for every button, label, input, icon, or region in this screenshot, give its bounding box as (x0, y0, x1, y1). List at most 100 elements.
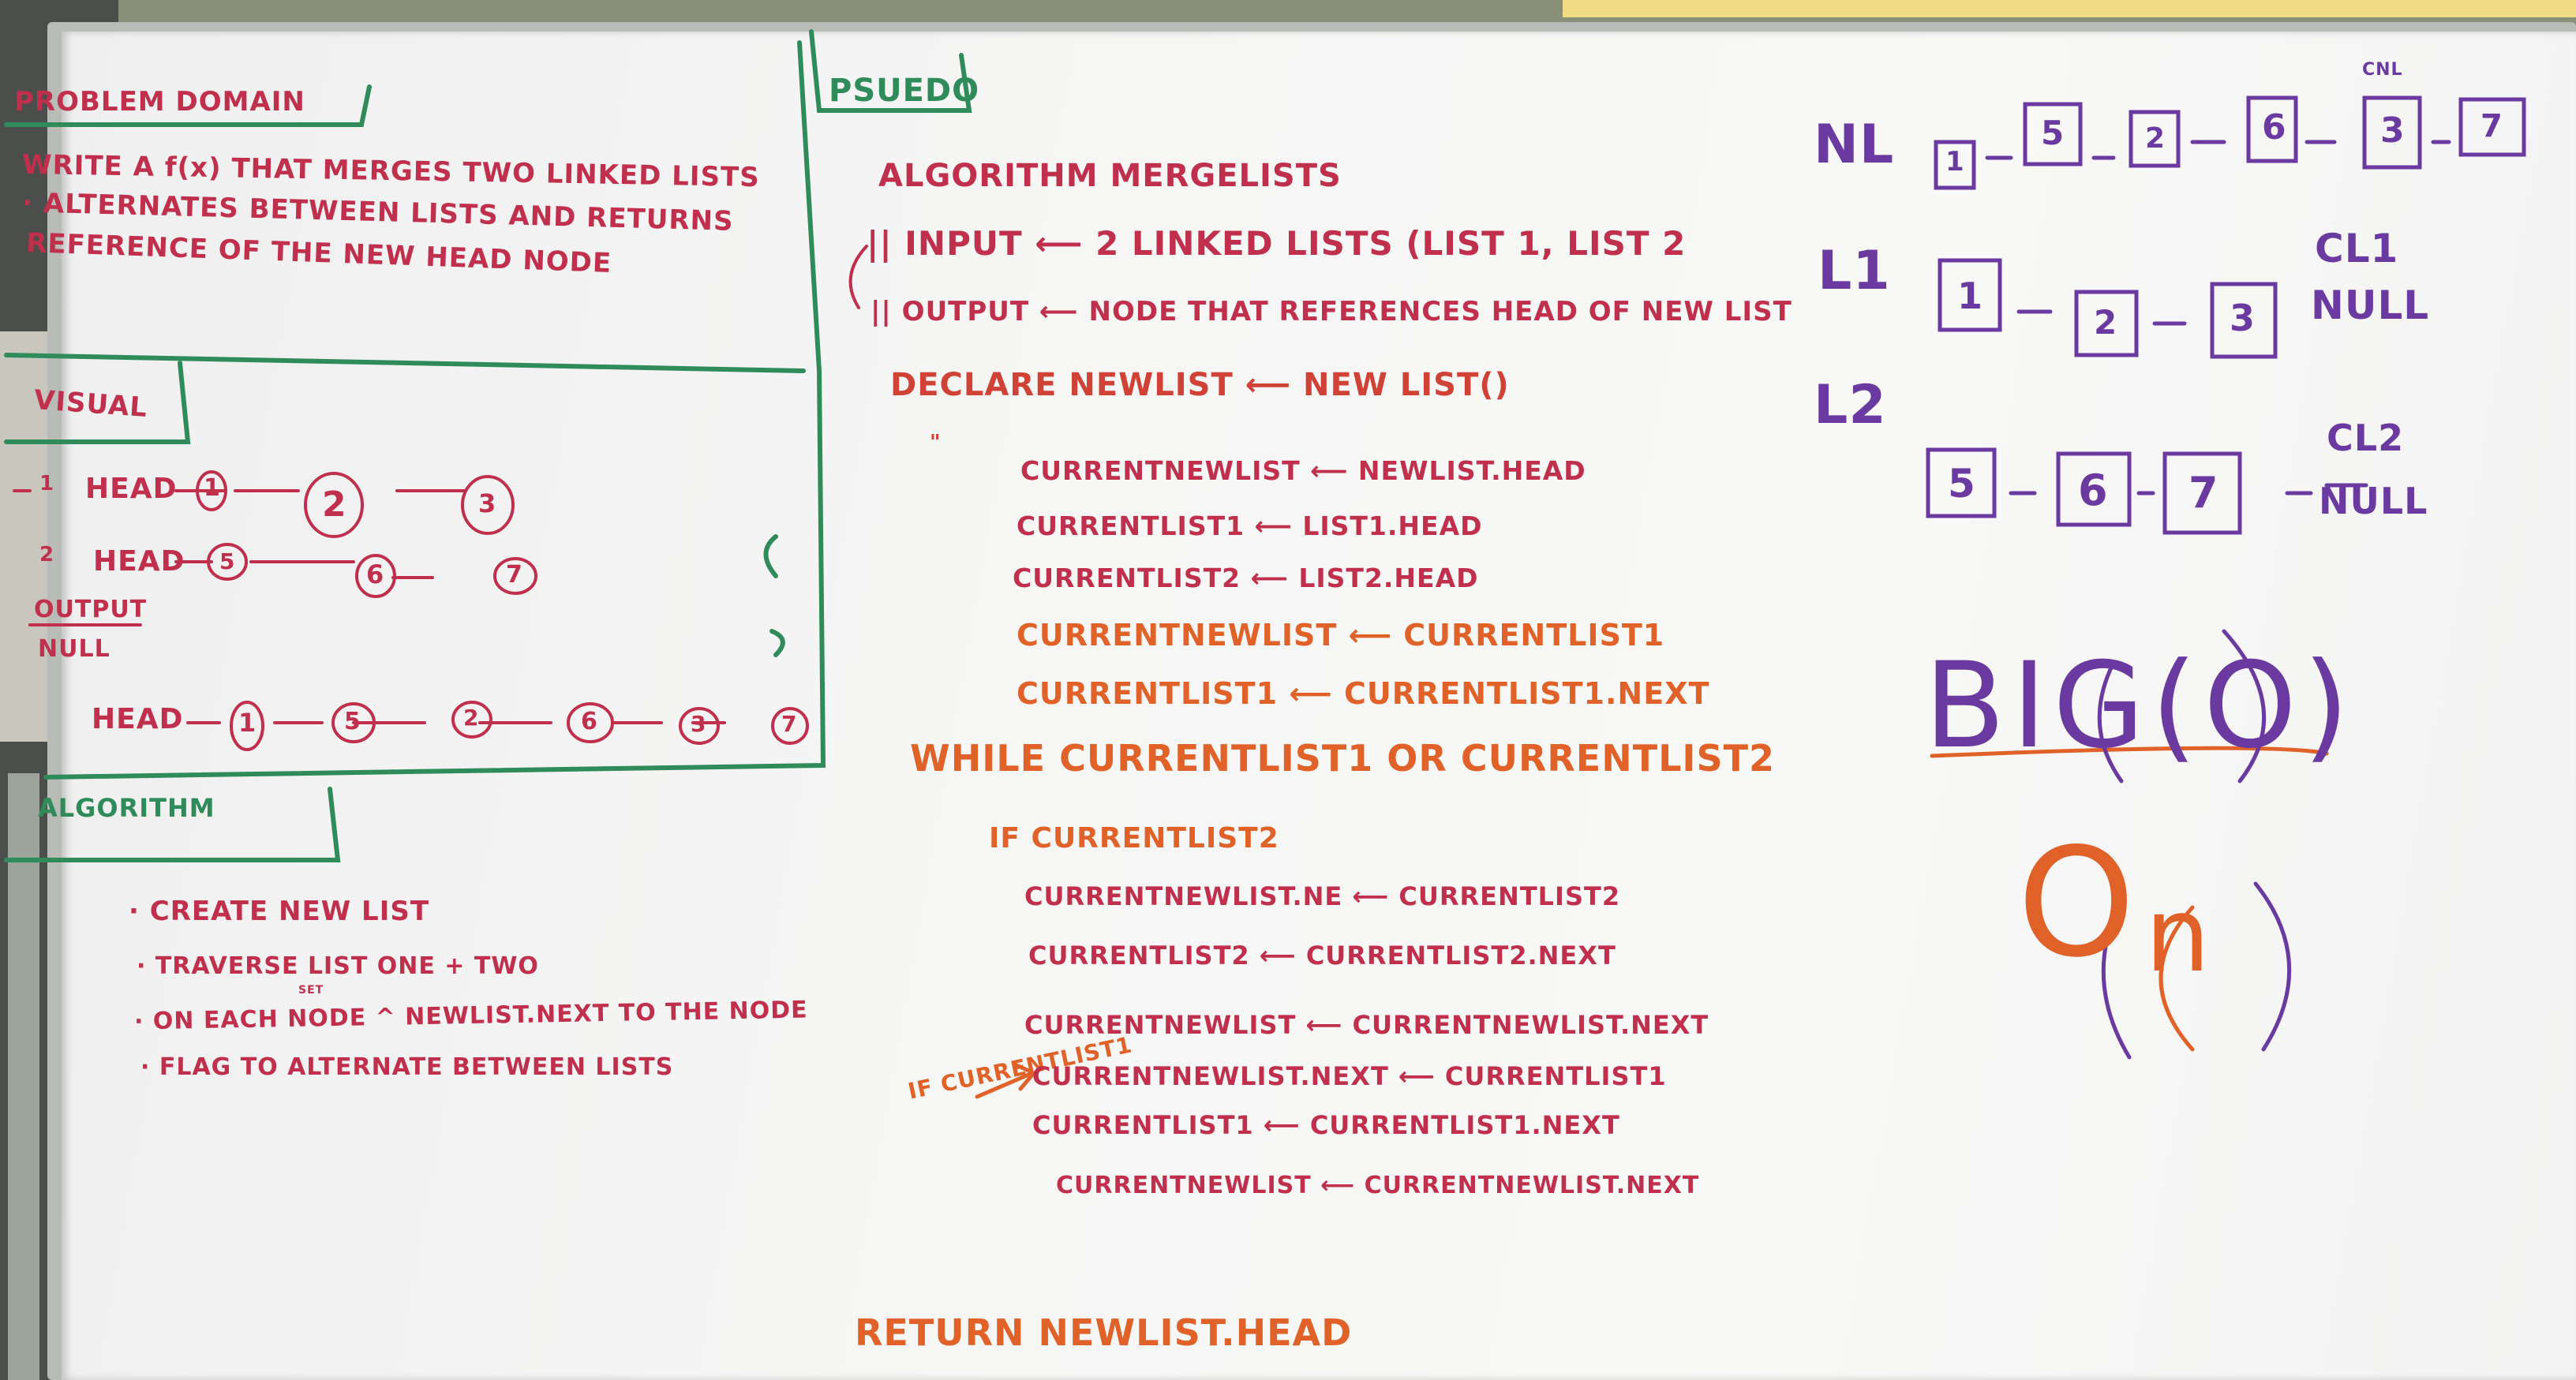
visual-heading: VISUAL (32, 384, 149, 424)
pseudo-declaration-1: CURRENTNEWLIST ⟵ NEWLIST.HEAD (1020, 455, 1586, 486)
green-section-borders (4, 29, 972, 862)
o-n-inner-left-paren (2101, 897, 2132, 1060)
output-node-1: 1 (238, 708, 257, 738)
output-null: NULL (38, 635, 110, 663)
nl-links (1985, 140, 2451, 160)
algorithm-step-1: · CREATE NEW LIST (129, 896, 430, 927)
nl-node-box-1 (1934, 140, 1976, 190)
o-n-right-paren (2253, 881, 2292, 1052)
l1-null-label: NULL (2311, 282, 2430, 328)
pseudo-algorithm-name: ALGORITHM MERGELISTS (878, 158, 1342, 194)
output-node-circle-6 (771, 707, 809, 745)
list2-node-circle-2 (355, 554, 396, 598)
output-node-4: 6 (581, 708, 598, 735)
l2-node-3: 7 (2188, 468, 2219, 518)
margin-mark-1 (763, 534, 778, 578)
nl-node-6: 7 (2481, 108, 2503, 144)
algorithm-heading: ALGORITHM (38, 793, 215, 823)
output-node-circle-3 (451, 701, 492, 739)
output-heading: OUTPUT (34, 596, 148, 623)
pseudo-orange-marks (975, 746, 2329, 1099)
algorithm-step-4: · FLAG TO ALTERNATE BETWEEN LISTS (140, 1053, 674, 1081)
l1-node-box-2 (2074, 290, 2139, 357)
output-head-label: HEAD (92, 703, 184, 735)
nl-node-3: 2 (2145, 122, 2166, 155)
pseudo-if1-body-3: CURRENTNEWLIST ⟵ CURRENTNEWLIST.NEXT (1056, 1172, 1700, 1199)
list1-marker: 1 (39, 472, 55, 496)
pseudo-declaration-3: CURRENTLIST2 ⟵ LIST2.HEAD (1013, 563, 1479, 593)
pseudo-init-1: CURRENTNEWLIST ⟵ CURRENTLIST1 (1017, 618, 1665, 653)
algorithm-box (4, 787, 341, 862)
pseudo-if1-body-1: CURRENTNEWLIST.NEXT ⟵ CURRENTLIST1 (1032, 1061, 1667, 1091)
list2-head-label: HEAD (93, 545, 185, 578)
big-o-underline (1930, 746, 2329, 758)
big-o-notation-o: O (2017, 816, 2136, 990)
algorithm-caret-note: SET (298, 984, 324, 997)
big-o-right-paren (2222, 629, 2267, 783)
l2-links (2009, 483, 2368, 496)
nl-node-box-5 (2362, 95, 2422, 170)
pseudo-if1-body-2: CURRENTLIST1 ⟵ CURRENTLIST1.NEXT (1032, 1110, 1620, 1140)
list2-marker: 2 (39, 543, 55, 567)
list2-node-circle-3 (493, 557, 537, 595)
pseudo-if2-body-1: CURRENTNEWLIST.NE ⟵ CURRENTLIST2 (1024, 881, 1621, 911)
pseudo-if2-body-2: CURRENTLIST2 ⟵ CURRENTLIST2.NEXT (1028, 941, 1616, 970)
list1-node-circle-1 (196, 470, 227, 511)
list1-head-label: HEAD (85, 473, 178, 505)
big-o-notation-n: n (2145, 875, 2211, 995)
pseudo-output-line: || OUTPUT ⟵ NODE THAT REFERENCES HEAD OF… (871, 296, 1792, 327)
l1-node-3: 3 (2230, 297, 2256, 339)
whiteboard: PROBLEM DOMAIN WRITE A f(x) THAT MERGES … (4, 29, 2576, 1380)
list1-node-1: 1 (204, 474, 221, 502)
output-node-3: 2 (463, 705, 480, 731)
nl-pointer-label: CNL (2362, 60, 2403, 80)
big-o-heading: BIG(O) (1924, 638, 2356, 775)
list2-node-3: 7 (506, 561, 523, 589)
o-n-left-paren (2159, 905, 2195, 1052)
sunlit-window (1563, 0, 2576, 17)
nl-node-1: 1 (1945, 146, 1965, 178)
wall-pipe (8, 773, 39, 1380)
big-o-left-paren (2097, 660, 2124, 783)
list2-node-2: 6 (366, 559, 385, 589)
list2-node-1: 5 (219, 548, 236, 574)
problem-domain-bottom-line (4, 353, 806, 373)
pseudo-init-2: CURRENTLIST1 ⟵ CURRENTLIST1.NEXT (1017, 676, 1710, 711)
visual-box (4, 361, 191, 444)
l2-node-box-2 (2056, 451, 2132, 527)
output-node-2: 5 (344, 708, 361, 735)
l2-label: L2 (1814, 374, 1887, 436)
l1-node-box-3 (2210, 282, 2278, 359)
output-node-circle-5 (679, 707, 720, 745)
pseudo-declare-line: DECLARE NEWLIST ⟵ NEW LIST() (890, 367, 1510, 403)
output-node-5: 3 (691, 711, 707, 737)
l2-node-2: 6 (2078, 466, 2109, 515)
margin-mark-2 (769, 629, 785, 657)
l1-pointer-label: CL1 (2315, 226, 2399, 271)
list1-node-2: 2 (322, 484, 347, 525)
output-node-circle-1 (230, 701, 264, 751)
whiteboard-drawings (4, 29, 2526, 1099)
if-list1-arrow (975, 1063, 1038, 1099)
l1-links (2016, 309, 2187, 326)
output-node-circle-4 (567, 702, 614, 743)
l2-node-box-3 (2162, 451, 2242, 535)
pseudo-box (809, 29, 972, 113)
nl-node-4: 6 (2262, 107, 2287, 148)
pseudo-while-line: WHILE CURRENTLIST1 OR CURRENTLIST2 (910, 737, 1776, 780)
list2-arrows (174, 560, 434, 579)
l1-node-1: 1 (1957, 275, 1984, 317)
output-node-circle-2 (331, 702, 376, 743)
wall-lamp (0, 331, 55, 742)
pseudo-ditto-mark: " (930, 431, 942, 454)
nl-node-box-3 (2129, 110, 2181, 168)
pseudo-declaration-2: CURRENTLIST1 ⟵ LIST1.HEAD (1017, 510, 1483, 541)
nl-node-box-6 (2458, 97, 2526, 157)
diagram-purple-marks (1926, 95, 2526, 1060)
l1-node-box-1 (1938, 258, 2002, 332)
pseudo-if-list2: IF CURRENTLIST2 (989, 822, 1279, 855)
l1-label: L1 (1818, 240, 1891, 302)
l2-node-box-1 (1926, 447, 1997, 518)
l2-pointer-label: CL2 (2327, 417, 2405, 459)
